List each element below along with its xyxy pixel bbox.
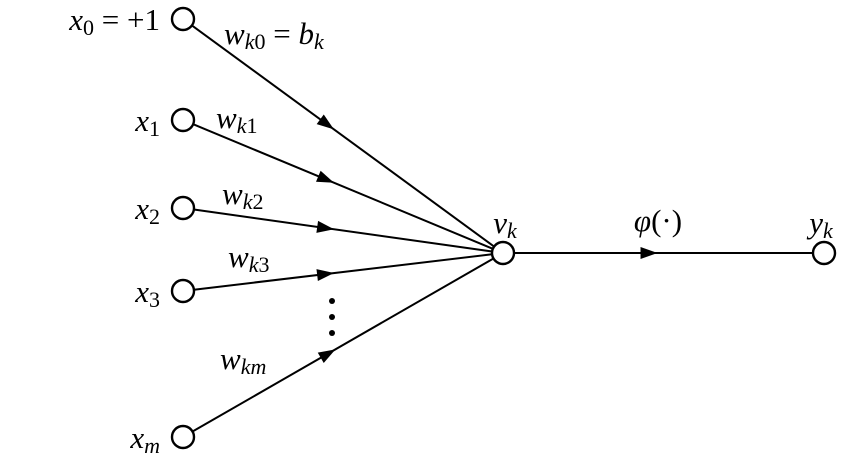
- input-node-x0: [170, 6, 196, 32]
- edge-xm-to-vk: [192, 257, 494, 433]
- edge-x3-to-vk-arrowhead: [316, 269, 335, 282]
- input-node-xm-label: xm: [129, 420, 160, 458]
- edge-xm-to-vk-label: wkm: [220, 341, 266, 379]
- edge-x0-to-vk: [191, 24, 495, 248]
- edge-vk-to-yk-arrowhead: [640, 247, 658, 259]
- edge-x1-to-vk: [192, 123, 494, 250]
- edge-vk-to-yk-label: φ(·): [634, 203, 682, 238]
- input-node-x1: [170, 107, 196, 133]
- edge-x1-to-vk-arrowhead: [316, 170, 335, 183]
- input-node-x3-label: x3: [134, 274, 160, 312]
- input-node-x2-label: x2: [134, 191, 160, 229]
- edge-x2-to-vk-arrowhead: [316, 220, 335, 233]
- vertical-dots-dot-2: [329, 330, 335, 336]
- edge-x3-to-vk: [193, 253, 493, 291]
- edge-x3-to-vk-label: wk3: [228, 239, 269, 277]
- output-node-yk: [811, 240, 837, 266]
- edge-x2-to-vk: [193, 208, 493, 253]
- vertical-dots-dot-1: [329, 314, 335, 320]
- input-node-x2: [170, 195, 196, 221]
- output-node-yk-label: yk: [806, 205, 834, 243]
- edge-x0-to-vk-arrowhead: [316, 114, 334, 130]
- edge-x2-to-vk-label: wk2: [222, 176, 263, 214]
- vertical-dots-dot-0: [329, 298, 335, 304]
- summing-node-vk-label: vk: [493, 205, 518, 243]
- input-node-xm: [170, 424, 196, 450]
- edge-x1-to-vk-label: wk1: [216, 100, 257, 138]
- summing-node-vk: [490, 240, 516, 266]
- edge-xm-to-vk-arrowhead: [317, 349, 336, 364]
- edge-x0-to-vk-label: wk0 = bk: [224, 16, 325, 54]
- input-node-x1-label: x1: [134, 103, 160, 141]
- input-node-x0-label: x0 = +1: [68, 2, 160, 40]
- input-node-x3: [170, 278, 196, 304]
